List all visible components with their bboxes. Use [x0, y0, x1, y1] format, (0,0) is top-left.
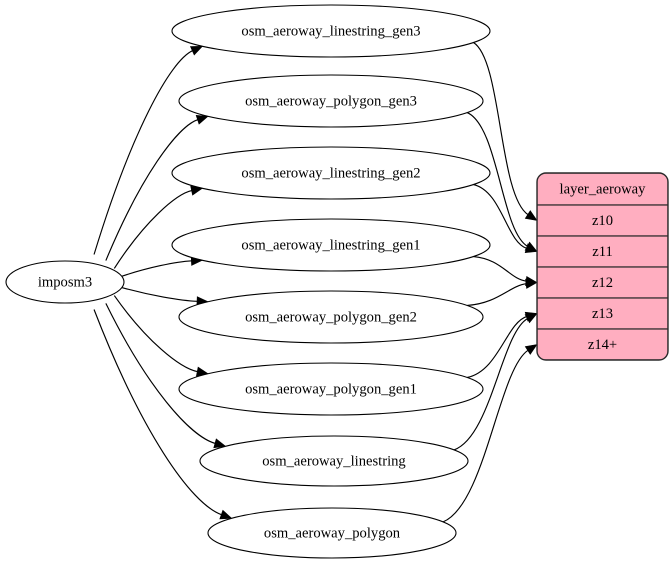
- edge-osm_aeroway_linestring_gen2-to-layer-aeroway-z11: [473, 183, 528, 249]
- osm_aeroway_polygon_gen1-label: osm_aeroway_polygon_gen1: [245, 381, 417, 397]
- edge-imposm3-to-osm_aeroway_polygon_gen2: [118, 286, 198, 302]
- arrowhead-osm_aeroway_polygon-to-layer-aeroway: [524, 344, 538, 355]
- edge-imposm3-to-osm_aeroway_linestring_gen3: [93, 50, 194, 255]
- edge-imposm3-to-osm_aeroway_polygon: [93, 309, 222, 516]
- arrowhead-osm_aeroway_linestring_gen3-to-layer-aeroway: [524, 210, 538, 221]
- layer-aeroway-row-z14+[interactable]: [537, 328, 668, 360]
- layer-aeroway-row-label-z11: z11: [592, 244, 613, 260]
- osm_aeroway_polygon_gen3-ellipse[interactable]: [178, 74, 484, 128]
- arrowhead-imposm3-to-osm_aeroway_linestring: [213, 438, 227, 449]
- layer-aeroway-row-label-z10: z10: [592, 213, 613, 229]
- edge-osm_aeroway_polygon-to-layer-aeroway-z14+: [442, 349, 529, 523]
- node-layer-aeroway-table[interactable]: layer_aeroway z10 z11 z12 z13 z14+: [536, 172, 669, 361]
- arrowhead-osm_aeroway_linestring-to-layer-aeroway: [524, 313, 538, 324]
- osm_aeroway_linestring-ellipse[interactable]: [199, 435, 469, 487]
- node-osm_aeroway_linestring[interactable]: osm_aeroway_linestring: [199, 435, 469, 487]
- layer-aeroway-cells: layer_aeroway z10 z11 z12 z13 z14+: [537, 173, 668, 360]
- layer-aeroway-header-label: layer_aeroway: [560, 181, 647, 197]
- edge-imposm3-to-osm_aeroway_polygon_gen3: [105, 119, 199, 261]
- arrowhead-imposm3-to-osm_aeroway_linestring_gen3: [189, 45, 204, 56]
- arrowhead-osm_aeroway_polygon_gen2-to-layer-aeroway: [525, 278, 538, 289]
- osm_aeroway_polygon_gen2-ellipse[interactable]: [178, 290, 484, 344]
- osm_aeroway_linestring_gen2-ellipse[interactable]: [171, 146, 491, 200]
- layer-aeroway-row-label-z13: z13: [592, 306, 613, 322]
- node-osm_aeroway_linestring_gen1[interactable]: osm_aeroway_linestring_gen1: [171, 218, 491, 272]
- edge-group-tables-to-layer: [442, 42, 538, 523]
- layer-aeroway-row-label-z12: z12: [592, 275, 613, 291]
- node-osm_aeroway_linestring_gen2[interactable]: osm_aeroway_linestring_gen2: [171, 146, 491, 200]
- node-osm_aeroway_polygon_gen2[interactable]: osm_aeroway_polygon_gen2: [178, 290, 484, 344]
- osm_aeroway_linestring_gen1-ellipse[interactable]: [171, 218, 491, 272]
- edge-imposm3-to-osm_aeroway_linestring_gen1: [118, 260, 192, 278]
- edge-group-source-to-tables: [93, 45, 233, 520]
- edge-osm_aeroway_linestring_gen3-to-layer-aeroway-z10: [473, 42, 529, 216]
- edge-osm_aeroway_linestring_gen1-to-layer-aeroway-z12: [473, 255, 527, 282]
- osm_aeroway_polygon_gen2-label: osm_aeroway_polygon_gen2: [245, 309, 417, 325]
- osm_aeroway_linestring_gen1-label: osm_aeroway_linestring_gen1: [241, 237, 420, 253]
- node-osm_aeroway_polygon_gen3[interactable]: osm_aeroway_polygon_gen3: [178, 74, 484, 128]
- node-group-osm-tables: osm_aeroway_linestring_gen3 osm_aeroway_p…: [171, 4, 491, 559]
- edge-osm_aeroway_polygon_gen2-to-layer-aeroway-z12: [467, 283, 527, 307]
- node-imposm3[interactable]: imposm3: [5, 260, 125, 304]
- osm_aeroway_linestring-label: osm_aeroway_linestring: [262, 453, 406, 469]
- imposm3-label: imposm3: [38, 274, 92, 290]
- layer-aeroway-row-z10[interactable]: [537, 204, 668, 237]
- osm_aeroway_polygon_gen3-label: osm_aeroway_polygon_gen3: [245, 93, 417, 109]
- imposm3-ellipse[interactable]: [5, 260, 125, 304]
- arrowhead-osm_aeroway_linestring_gen2-to-layer-aeroway: [524, 243, 538, 254]
- edge-imposm3-to-osm_aeroway_linestring: [105, 303, 216, 445]
- layer-aeroway-row-label-z14+: z14+: [588, 337, 617, 353]
- edge-imposm3-to-osm_aeroway_polygon_gen1: [113, 295, 198, 373]
- edge-osm_aeroway_polygon_gen3-to-layer-aeroway-z11: [466, 112, 529, 247]
- layer-aeroway-outline: [536, 172, 669, 361]
- osm_aeroway_linestring_gen2-label: osm_aeroway_linestring_gen2: [241, 165, 420, 181]
- edge-imposm3-to-osm_aeroway_linestring_gen2: [113, 189, 193, 269]
- node-osm_aeroway_polygon_gen1[interactable]: osm_aeroway_polygon_gen1: [178, 362, 484, 416]
- osm_aeroway_polygon-label: osm_aeroway_polygon: [264, 525, 401, 541]
- arrowhead-imposm3-to-osm_aeroway_polygon: [219, 509, 233, 520]
- osm_aeroway_polygon-ellipse[interactable]: [207, 507, 457, 559]
- edge-osm_aeroway_polygon_gen1-to-layer-aeroway-z13: [467, 315, 528, 379]
- arrowhead-imposm3-to-osm_aeroway_polygon_gen3: [195, 115, 209, 125]
- edge-osm_aeroway_linestring-to-layer-aeroway-z13: [453, 317, 529, 451]
- osm_aeroway_linestring_gen3-label: osm_aeroway_linestring_gen3: [241, 23, 420, 39]
- osm_aeroway_linestring_gen3-ellipse[interactable]: [171, 4, 491, 58]
- node-osm_aeroway_linestring_gen3[interactable]: osm_aeroway_linestring_gen3: [171, 4, 491, 58]
- osm_aeroway_polygon_gen1-ellipse[interactable]: [178, 362, 484, 416]
- node-osm_aeroway_polygon[interactable]: osm_aeroway_polygon: [207, 507, 457, 559]
